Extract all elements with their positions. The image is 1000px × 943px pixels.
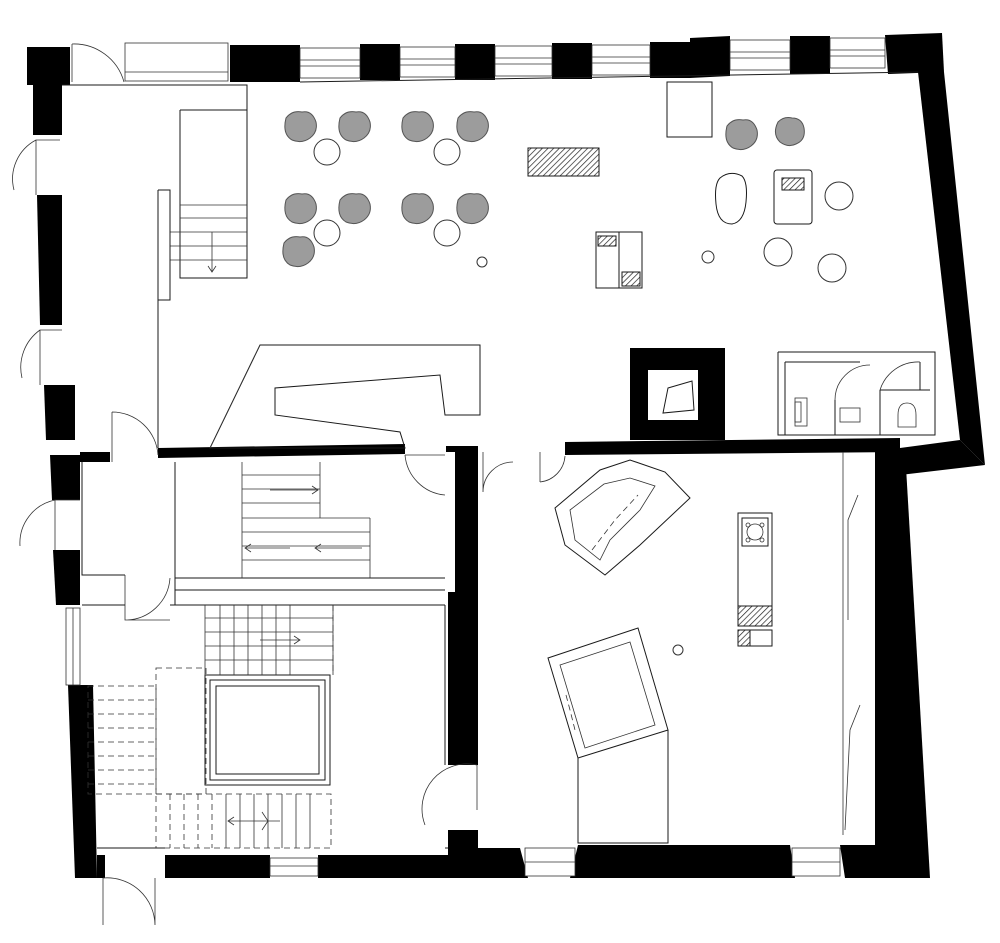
- windows: [65, 37, 886, 877]
- table-group: [284, 111, 371, 166]
- furniture: [527, 81, 861, 844]
- doors: [12, 43, 566, 926]
- cabinet: [666, 81, 713, 138]
- room-outlines: [62, 71, 919, 849]
- table-group: [401, 193, 489, 247]
- reception-counter: [209, 344, 481, 449]
- exterior-walls: [27, 33, 985, 878]
- toilet: [897, 402, 917, 428]
- interior-walls: [80, 348, 900, 765]
- staircase-upper-left: [157, 109, 248, 448]
- side-table: [773, 169, 813, 225]
- restroom: [777, 351, 936, 436]
- bar-counter: [527, 147, 600, 177]
- table-group: [725, 117, 805, 151]
- cafe-seating: [282, 111, 854, 283]
- table-group: [282, 193, 371, 268]
- display-platform: [554, 459, 691, 576]
- staircase-lower: [87, 605, 334, 849]
- armchair: [715, 172, 747, 225]
- table-group: [401, 111, 489, 166]
- display-table: [547, 627, 669, 759]
